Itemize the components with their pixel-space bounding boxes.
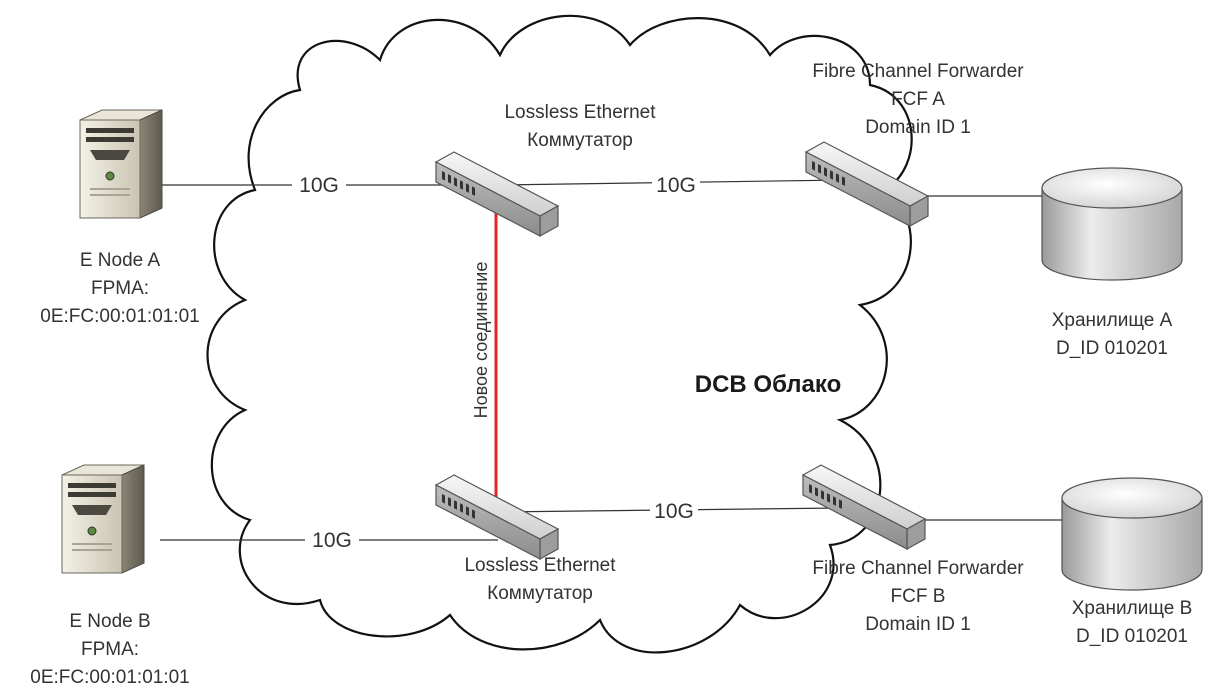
node-b-name: E Node B	[69, 611, 150, 632]
new-connection-label: Новое соединение	[471, 262, 491, 419]
storage-icon-a	[1041, 167, 1183, 281]
switch-top-line2: Коммутатор	[527, 130, 633, 151]
storage-b-name: Хранилище B	[1072, 598, 1193, 619]
fcf-b-line1: Fibre Channel Forwarder	[812, 558, 1024, 579]
fcf-b-line3: Domain ID 1	[865, 614, 971, 635]
cloud-title: DCB Облако	[695, 371, 842, 398]
node-a-name: E Node A	[80, 250, 161, 271]
switch-top-line1: Lossless Ethernet	[504, 102, 656, 123]
switch-bottom-line1: Lossless Ethernet	[464, 555, 616, 576]
storage-b-did: D_ID 010201	[1076, 626, 1188, 647]
fcf-b-line2: FCF B	[891, 586, 946, 607]
dcb-cloud	[206, 14, 913, 654]
storage-a-name: Хранилище A	[1052, 310, 1173, 331]
link-label-fcf-a: 10G	[656, 174, 696, 197]
storage-a-did: D_ID 010201	[1056, 338, 1168, 359]
node-b-fpma-label: FPMA:	[81, 639, 139, 660]
node-b-fpma: 0E:FC:00:01:01:01	[30, 667, 190, 688]
fcf-a-line1: Fibre Channel Forwarder	[812, 61, 1024, 82]
link-label-fcf-b: 10G	[654, 500, 694, 523]
link-label-node-b: 10G	[312, 529, 352, 552]
server-icon-node-a	[79, 109, 163, 219]
switch-bottom-line2: Коммутатор	[487, 583, 593, 604]
storage-icon-b	[1061, 477, 1203, 591]
node-a-fpma: 0E:FC:00:01:01:01	[40, 306, 200, 327]
node-a-fpma-label: FPMA:	[91, 278, 149, 299]
link-label-node-a: 10G	[299, 174, 339, 197]
fcf-a-line3: Domain ID 1	[865, 117, 971, 138]
fcf-a-line2: FCF A	[891, 89, 945, 110]
server-icon-node-b	[61, 464, 145, 574]
